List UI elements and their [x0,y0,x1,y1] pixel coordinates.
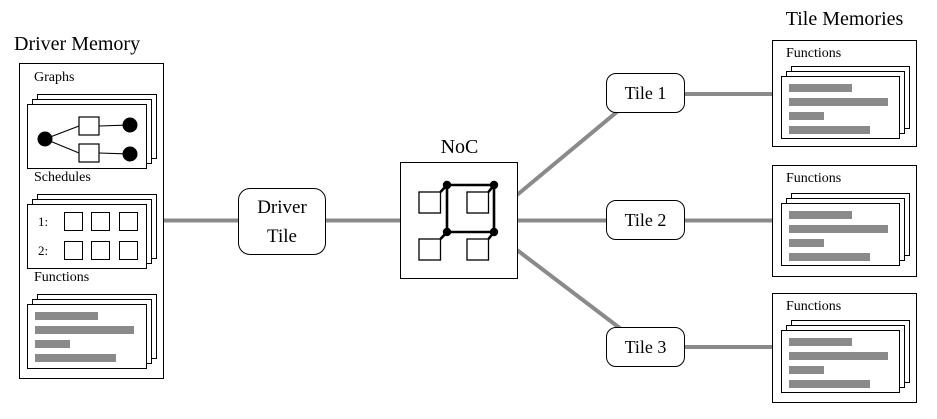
tile-3-label: Tile 3 [624,336,667,357]
tile-3-box: Tile 3 [606,327,685,367]
function-bar [789,380,870,388]
schedule-slot [63,241,83,260]
memory-box-1: Functions [772,40,917,147]
connector-noc-to-tile-3 [515,248,623,331]
functions-card-stack [27,294,157,369]
graph-node-square [78,143,100,163]
driver-tile-label-line1: Driver [257,196,307,218]
memory-card-stack [781,320,910,393]
schedules-section-label: Schedules [34,170,91,185]
card-front: 1: 2: [27,204,147,269]
noc-title: NoC [440,136,479,158]
graph-node-dot [37,131,53,147]
task-graph-figure [37,116,138,163]
function-bar [35,326,134,334]
tile-2-label: Tile 2 [624,209,667,230]
card-front [781,330,900,393]
function-bar [35,340,70,348]
noc-node-dot [489,180,499,190]
noc-node-dot [442,227,452,237]
function-bar [789,366,824,374]
driver-memory-title: Driver Memory [14,33,141,55]
tile-memories-title: Tile Memories [785,8,904,30]
schedules-card-stack: 1: 2: [27,194,157,269]
connector-noc-to-tile-1 [515,109,620,197]
router-square [466,191,490,214]
noc-box [400,162,518,279]
function-bar [789,84,852,92]
tile-2-box: Tile 2 [606,200,685,240]
memory-card-stack [781,193,910,266]
schedule-row: 1: [38,212,138,231]
schedule-slot [118,212,138,231]
memory-functions-label: Functions [786,171,842,186]
graphs-card-stack [27,94,157,169]
function-bar [789,112,824,120]
schedule-slot [63,212,83,231]
functions-section-label: Functions [34,270,90,285]
router-square [466,238,490,261]
function-bar [35,312,98,320]
card-front [781,203,900,266]
memory-functions-label: Functions [786,299,842,314]
graph-node-square [78,116,100,136]
memory-functions-label: Functions [786,46,842,61]
card-front [27,104,147,169]
graphs-section-label: Graphs [34,70,75,85]
router-square [418,191,442,214]
function-bar [789,352,888,360]
tile-1-label: Tile 1 [624,82,667,103]
function-bar [789,211,852,219]
tile-1-box: Tile 1 [606,73,685,113]
driver-tile-box: Driver Tile [238,188,326,255]
driver-memory-box: Graphs Schedules [19,63,164,379]
memory-box-3: Functions [772,293,917,403]
schedule-row-label: 2: [38,242,49,258]
driver-tile-label-line2: Tile [267,225,297,247]
function-bar [789,239,824,247]
noc-node-dot [489,227,499,237]
graph-node-dot [122,117,138,133]
function-bar [789,253,870,261]
noc-mesh-figure [418,180,499,261]
memory-card-stack [781,66,910,139]
schedule-slot [91,241,110,260]
schedule-row: 2: [38,241,138,260]
graph-node-dot [122,146,138,162]
function-bar [789,98,888,106]
function-bar [789,126,870,134]
memory-box-2: Functions [772,165,917,277]
function-bar [789,338,852,346]
router-square [418,238,442,261]
card-front [27,304,147,369]
schedule-slot [118,241,138,260]
schedule-slot [91,212,110,231]
card-front [781,76,900,139]
schedule-row-label: 1: [38,213,49,229]
function-bar [789,225,888,233]
function-bar [35,354,116,362]
noc-node-dot [442,180,452,190]
